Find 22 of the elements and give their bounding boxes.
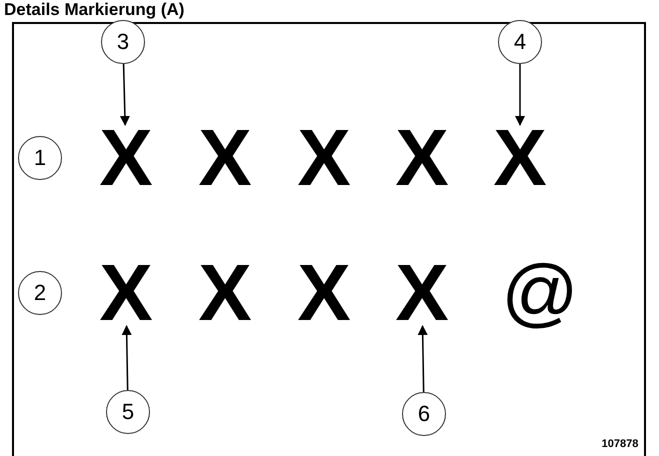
callout-number: 5 — [106, 390, 150, 434]
figure-number: 107878 — [600, 437, 640, 451]
leader-arrow — [120, 64, 130, 126]
marking-character: X — [197, 260, 253, 326]
marking-character: X — [488, 125, 552, 191]
leader-arrow — [418, 325, 428, 392]
leader-arrow — [515, 64, 525, 126]
marking-character: X — [296, 125, 352, 191]
at-sign: @ — [500, 260, 580, 326]
marking-character: X — [94, 125, 158, 191]
callout-number: 6 — [402, 392, 446, 436]
marking-character: X — [296, 260, 352, 326]
marking-character: X — [197, 125, 253, 191]
leader-arrow — [122, 325, 132, 390]
title: Details Markierung (A) — [4, 0, 184, 20]
callout-number: 4 — [498, 20, 542, 64]
row-number: 1 — [18, 136, 62, 180]
callout-number: 3 — [101, 20, 145, 64]
marking-character: X — [390, 260, 454, 326]
row-number: 2 — [18, 271, 62, 315]
marking-character: X — [394, 125, 450, 191]
marking-character: X — [94, 260, 158, 326]
